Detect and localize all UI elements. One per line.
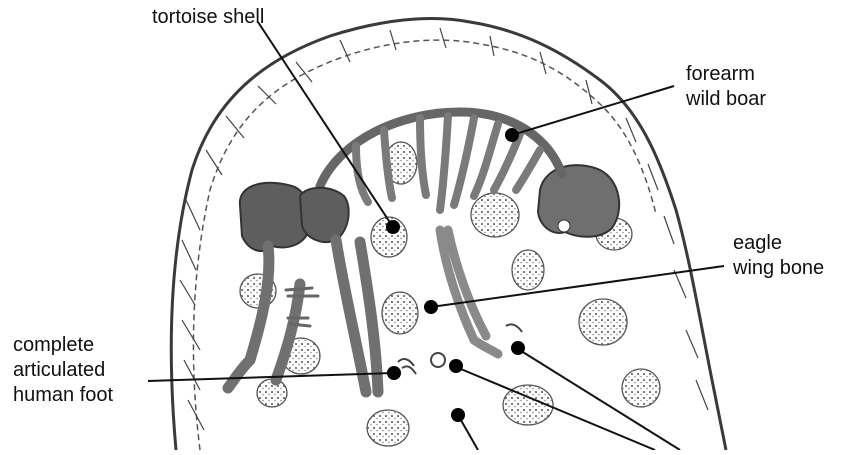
dot-eagle: [424, 300, 438, 314]
label-forearm-line1: forearm: [686, 62, 766, 87]
leader-eagle: [431, 266, 724, 307]
dot-extra-2: [511, 341, 525, 355]
label-foot-line3: human foot: [13, 383, 113, 408]
arm-bones: [440, 230, 498, 354]
skull: [538, 165, 619, 237]
label-forearm-wild-boar: forearm wild boar: [686, 62, 766, 112]
label-eagle-wing-bone: eagle wing bone: [733, 231, 824, 281]
dot-extra-3: [451, 408, 465, 422]
label-forearm-line2: wild boar: [686, 87, 766, 112]
pelvis: [240, 183, 310, 251]
dot-extra-1: [449, 359, 463, 373]
label-foot-line2: articulated: [13, 358, 113, 383]
label-tortoise-shell: tortoise shell: [152, 5, 264, 30]
dot-foot: [387, 366, 401, 380]
label-eagle-line1: eagle: [733, 231, 824, 256]
dot-tortoise: [386, 220, 400, 234]
label-tortoise-line1: tortoise shell: [152, 5, 264, 30]
human-skeleton: [228, 112, 619, 392]
leader-forearm: [512, 86, 674, 135]
label-eagle-line2: wing bone: [733, 256, 824, 281]
label-foot-line1: complete: [13, 333, 113, 358]
label-human-foot: complete articulated human foot: [13, 333, 113, 408]
dot-forearm: [505, 128, 519, 142]
